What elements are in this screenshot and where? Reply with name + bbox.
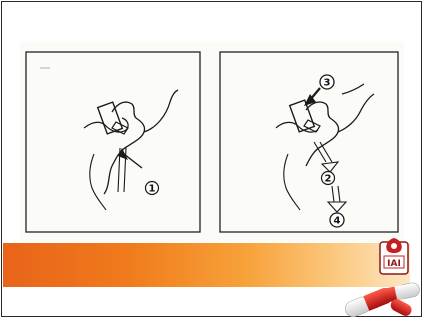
arrow-1 <box>124 154 142 168</box>
mouthpiece-right <box>304 120 320 132</box>
mouthpiece-left <box>112 122 128 134</box>
panel-right-border <box>220 52 398 232</box>
diagram-scan: 1 3 <box>20 42 404 242</box>
step-2-label: 2 <box>325 174 332 185</box>
face-profile-right <box>306 84 364 166</box>
arrow-4-head <box>328 202 346 212</box>
step-1-label: 1 <box>149 184 156 195</box>
neck-line-right <box>284 154 300 210</box>
logo-text: IAI <box>387 259 401 269</box>
panel-left-border <box>26 52 200 232</box>
pills-icon <box>336 272 424 318</box>
head-outline-left <box>144 90 178 132</box>
airflow-arrow-4 <box>332 186 340 202</box>
step-4-label: 4 <box>334 216 341 227</box>
seal-icon: IAI <box>379 236 409 276</box>
head-outline-right <box>338 94 374 132</box>
panel-left: 1 <box>26 52 200 232</box>
diagram-canvas: 1 3 <box>20 42 404 242</box>
panel-right: 3 2 4 <box>220 52 398 232</box>
neck-line-left <box>90 154 106 210</box>
arrow-2-head <box>322 162 338 172</box>
step-3-label: 3 <box>324 78 331 89</box>
